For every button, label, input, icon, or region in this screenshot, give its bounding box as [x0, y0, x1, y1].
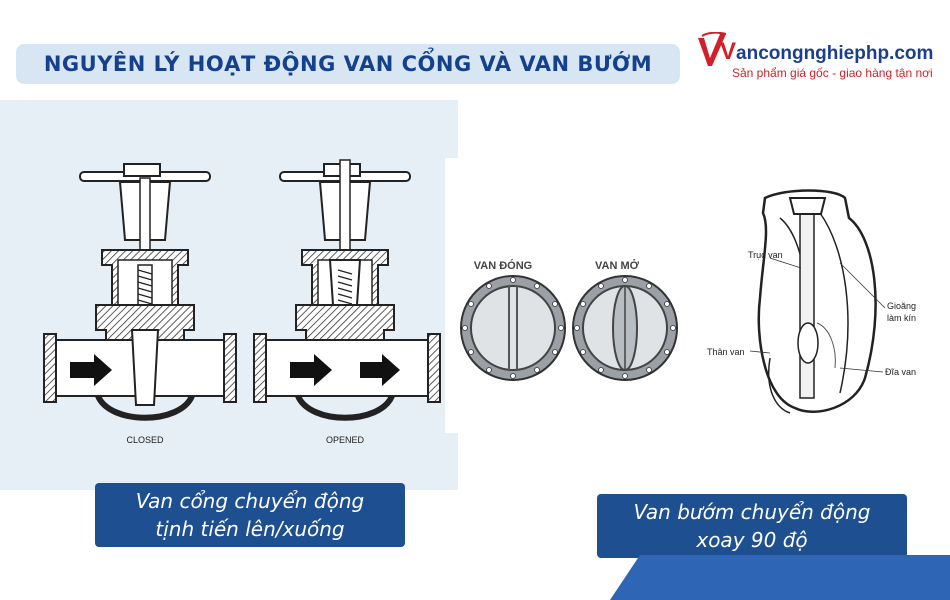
closed-label: CLOSED: [126, 435, 164, 445]
gate-valve-closed: CLOSED: [43, 163, 237, 445]
dia-van-label: Đĩa van: [885, 367, 916, 377]
logo-brand-text: Vancongnghiephp.com: [720, 38, 933, 66]
truc-van-label: Trục van: [748, 250, 783, 260]
van-dong-label: VAN ĐÓNG: [474, 259, 532, 272]
gate-valve-caption: Van cổng chuyển động tịnh tiến lên/xuống: [95, 483, 405, 547]
brand-logo[interactable]: Vancongnghiephp.com Sản phẩm giá gốc - g…: [696, 32, 946, 88]
butterfly-closed: [460, 275, 566, 381]
butterfly-valve-panel: VAN ĐÓNG VAN MỞ: [445, 158, 950, 433]
butterfly-valve-diagram: VAN ĐÓNG VAN MỞ: [460, 189, 916, 414]
butterfly-caption-line2: xoay 90 độ: [696, 528, 808, 552]
logo-v-icon: [698, 32, 727, 66]
van-mo-label: VAN MỞ: [595, 259, 640, 272]
gate-valve-opened: OPENED: [253, 159, 441, 445]
than-van-label: Thân van: [707, 347, 745, 357]
gioang-label: Gioăng: [887, 301, 916, 311]
logo-tagline: Sản phẩm giá gốc - giao hàng tận nơi: [732, 66, 933, 80]
logo-brand-rest: ancongnghiephp.com: [736, 43, 934, 64]
gate-valve-diagram: CLOSED OPENED: [43, 159, 441, 445]
opened-label: OPENED: [326, 435, 365, 445]
title-bar: NGUYÊN LÝ HOẠT ĐỘNG VAN CỔNG VÀ VAN BƯỚM: [16, 44, 680, 84]
gate-caption-line1: Van cổng chuyển động: [135, 489, 365, 513]
logo-brand-v: V: [720, 38, 737, 65]
butterfly-cross-section: Trục van Gioăng làm kín Thân van Đĩa van: [707, 189, 916, 414]
page-title: NGUYÊN LÝ HOẠT ĐỘNG VAN CỔNG VÀ VAN BƯỚM: [43, 52, 653, 76]
lam-kin-label: làm kín: [887, 313, 916, 323]
gate-caption-line2: tịnh tiến lên/xuống: [155, 517, 345, 541]
butterfly-valve-caption: Van bướm chuyển động xoay 90 độ: [597, 494, 907, 558]
butterfly-caption-line1: Van bướm chuyển động: [633, 500, 871, 524]
gate-valve-panel: CLOSED OPENED: [0, 100, 458, 490]
butterfly-open: [572, 275, 678, 381]
